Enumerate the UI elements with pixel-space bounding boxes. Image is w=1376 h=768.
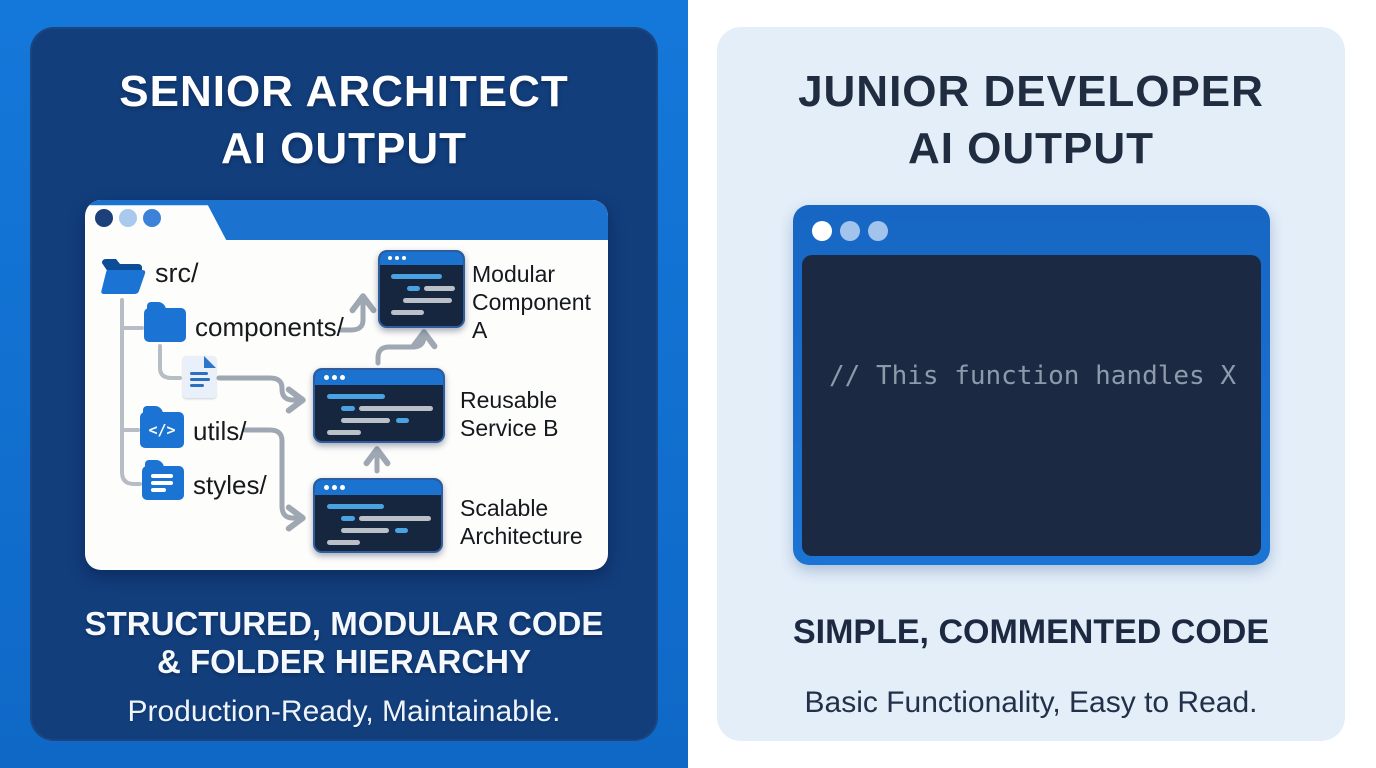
junior-title: JUNIOR DEVELOPER AI OUTPUT: [717, 63, 1345, 177]
arrow-b-to-a: [375, 329, 438, 366]
folder-icon: [144, 302, 186, 342]
architecture-window: src/ components/ </> utils/ st: [85, 200, 608, 570]
tree-item-styles: styles/: [193, 470, 267, 500]
open-folder-icon: [99, 254, 147, 301]
module-window-c: [313, 478, 443, 553]
senior-title-line1: SENIOR ARCHITECT: [119, 67, 569, 116]
arrow-components-to-a: [338, 293, 377, 333]
code-folder-icon: </>: [140, 406, 184, 448]
module-label-a: Modular Component A: [472, 261, 591, 343]
page-fold: [204, 356, 216, 368]
senior-architect-section: SENIOR ARCHITECT AI OUTPUT: [0, 0, 688, 768]
titlebar-tab-shape: [85, 200, 608, 240]
window-dot-icon: [119, 209, 137, 227]
module-label-b: Reusable Service B: [460, 387, 559, 441]
code-editor-window: // This function handles X // Basic loop…: [793, 205, 1270, 565]
module-label-c: Scalable Architecture: [460, 495, 583, 549]
tree-item-components: components/: [195, 312, 344, 342]
module-window-b: [313, 368, 445, 443]
code-line-blank: [829, 461, 1261, 495]
architecture-window-titlebar: [85, 200, 608, 240]
window-dot-icon: [840, 221, 860, 241]
arrow-file-to-b: [216, 375, 306, 414]
window-dot-icon: [868, 221, 888, 241]
junior-panel: JUNIOR DEVELOPER AI OUTPUT // This funct…: [717, 27, 1345, 741]
code-line-comment-1: // This function handles X: [829, 361, 1236, 391]
junior-title-line2: AI OUTPUT: [907, 124, 1155, 173]
junior-developer-section: JUNIOR DEVELOPER AI OUTPUT // This funct…: [688, 0, 1376, 768]
senior-title: SENIOR ARCHITECT AI OUTPUT: [30, 63, 658, 177]
junior-subheadline: Basic Functionality, Easy to Read.: [804, 686, 1258, 719]
junior-title-line1: JUNIOR DEVELOPER: [798, 67, 1264, 116]
senior-headline: STRUCTURED, MODULAR CODE & FOLDER HIERAR…: [84, 605, 604, 680]
module-window-a: [378, 250, 465, 328]
tree-item-src: src/: [155, 258, 199, 288]
senior-panel: SENIOR ARCHITECT AI OUTPUT: [30, 27, 658, 741]
senior-title-line2: AI OUTPUT: [220, 124, 468, 173]
code-block: // This function handles X // Basic loop…: [802, 255, 1261, 556]
list-folder-icon: [142, 460, 184, 500]
window-dot-icon: [95, 209, 113, 227]
senior-subheadline: Production-Ready, Maintainable.: [127, 695, 561, 728]
code-glyph: </>: [148, 421, 176, 439]
window-dot-icon: [143, 209, 161, 227]
junior-headline: SIMPLE, COMMENTED CODE: [792, 613, 1270, 651]
window-dot-icon: [812, 221, 832, 241]
tree-item-utils: utils/: [193, 416, 247, 446]
document-icon: [183, 356, 216, 398]
code-editor-body: // This function handles X // Basic loop…: [802, 255, 1261, 556]
